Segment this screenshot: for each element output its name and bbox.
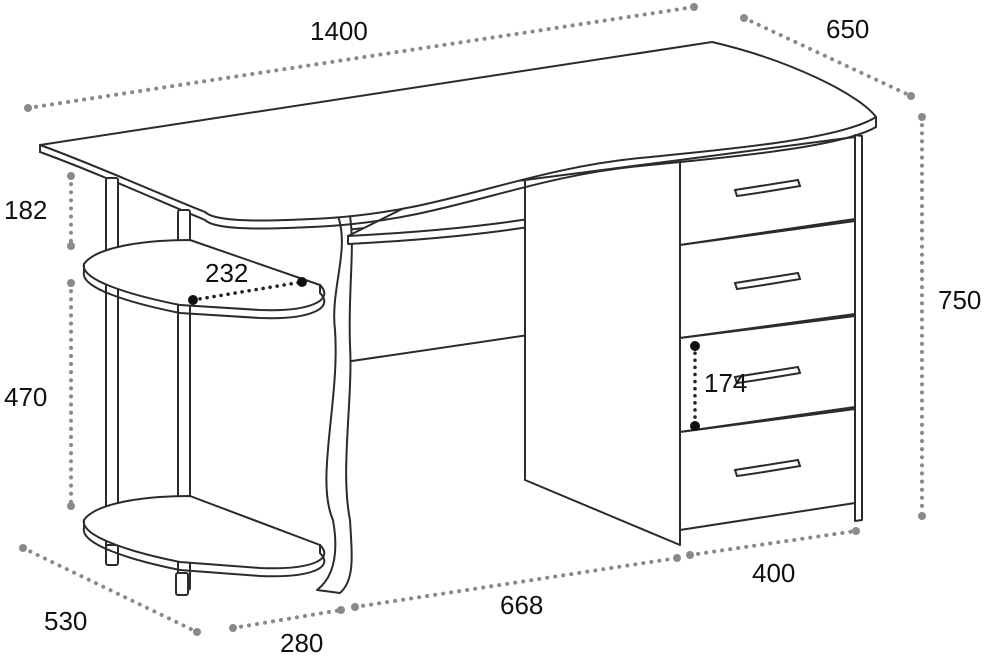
upper-shelf (82, 239, 326, 312)
dimension-lines (19, 3, 926, 636)
label-height: 750 (938, 285, 981, 315)
label-depth: 650 (826, 14, 869, 44)
detail-measurements (188, 277, 700, 431)
label-shelf-gap: 470 (4, 382, 47, 412)
drawer-handle-3 (733, 365, 802, 385)
lower-shelf (82, 495, 326, 570)
desk-drawing (39, 41, 877, 596)
label-shelf-width: 280 (280, 628, 323, 658)
label-width: 1400 (310, 16, 368, 46)
label-shelf-radius: 232 (205, 258, 248, 288)
dim-line-width (26, 5, 696, 110)
drawer-3 (679, 315, 856, 433)
label-top-shelf-gap: 182 (4, 195, 47, 225)
label-drawer-height: 174 (704, 368, 747, 398)
pedestal-body (524, 159, 681, 546)
label-shelf-depth: 530 (44, 606, 87, 636)
dim-line-shelf-depth (21, 546, 199, 634)
drawer-stack (679, 136, 856, 531)
dim-line-depth (742, 16, 913, 98)
drawer-handle-1 (733, 178, 802, 198)
label-opening-width: 668 (500, 590, 543, 620)
dimension-labels: 1400 650 750 182 470 530 280 668 400 232… (4, 14, 981, 658)
desktop-surface (39, 41, 877, 222)
center-side-panel (316, 215, 353, 594)
drawer-2 (679, 220, 856, 339)
drawer-4 (679, 408, 856, 531)
label-pedestal-width: 400 (752, 558, 795, 588)
dim-line-shelf-width (231, 608, 343, 630)
pedestal-side (854, 134, 863, 522)
dim-line-shelf-radius (191, 280, 304, 302)
dim-line-pedestal-width (688, 529, 858, 557)
dim-line-opening-width (353, 556, 679, 609)
drawer-handle-4 (733, 458, 802, 478)
drawer-handle-2 (733, 271, 802, 291)
